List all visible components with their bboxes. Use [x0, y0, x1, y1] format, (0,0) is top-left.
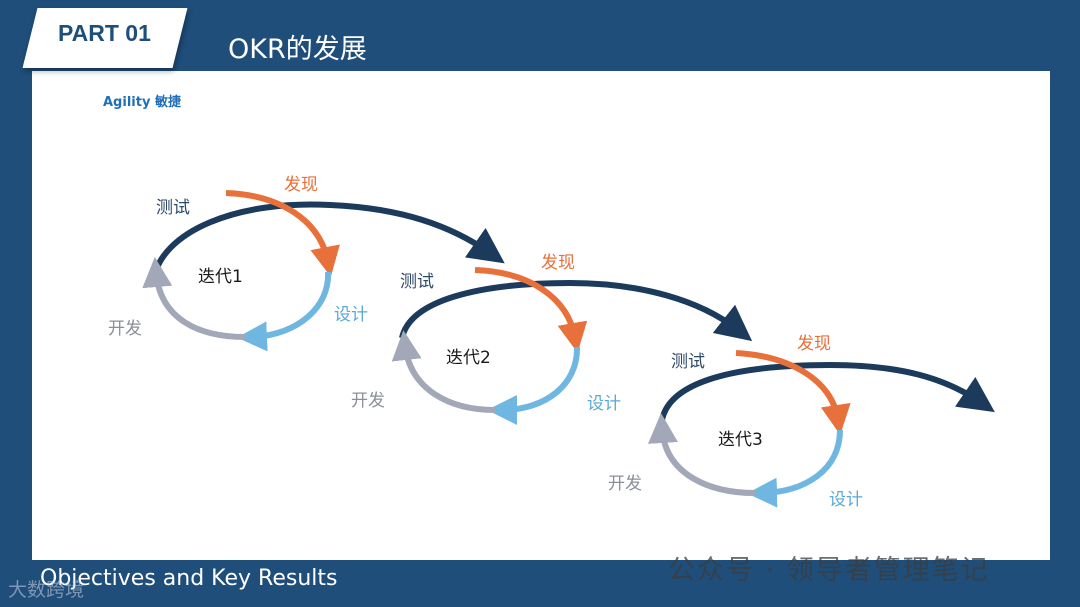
label-test-2: 测试 — [400, 272, 434, 292]
label-design-1: 设计 — [334, 305, 368, 325]
footer-text: Objectives and Key Results — [40, 566, 338, 591]
label-design-3: 设计 — [829, 490, 863, 510]
label-test-3: 测试 — [671, 352, 705, 372]
label-discover-1: 发现 — [284, 175, 318, 195]
watermark-left: 大数跨境 — [8, 579, 85, 601]
loop-3 — [648, 350, 995, 508]
part-label: PART 01 — [58, 20, 151, 46]
label-develop-2: 开发 — [351, 391, 385, 411]
loop-2 — [391, 267, 753, 425]
iteration-2-label: 迭代2 — [446, 348, 491, 368]
label-develop-1: 开发 — [108, 319, 142, 339]
loop-1 — [142, 190, 505, 352]
label-develop-3: 开发 — [608, 474, 642, 494]
section-subtitle: Agility 敏捷 — [103, 95, 181, 110]
watermark-right: 公众号 · 领导者管理笔记 — [668, 555, 990, 586]
label-discover-3: 发现 — [797, 334, 831, 354]
label-design-2: 设计 — [587, 394, 621, 414]
page-title: OKR的发展 — [228, 34, 367, 65]
label-test-1: 测试 — [156, 198, 190, 218]
iteration-1-label: 迭代1 — [198, 267, 243, 287]
label-discover-2: 发现 — [541, 253, 575, 273]
content-panel — [32, 71, 1050, 560]
iteration-3-label: 迭代3 — [718, 430, 763, 450]
